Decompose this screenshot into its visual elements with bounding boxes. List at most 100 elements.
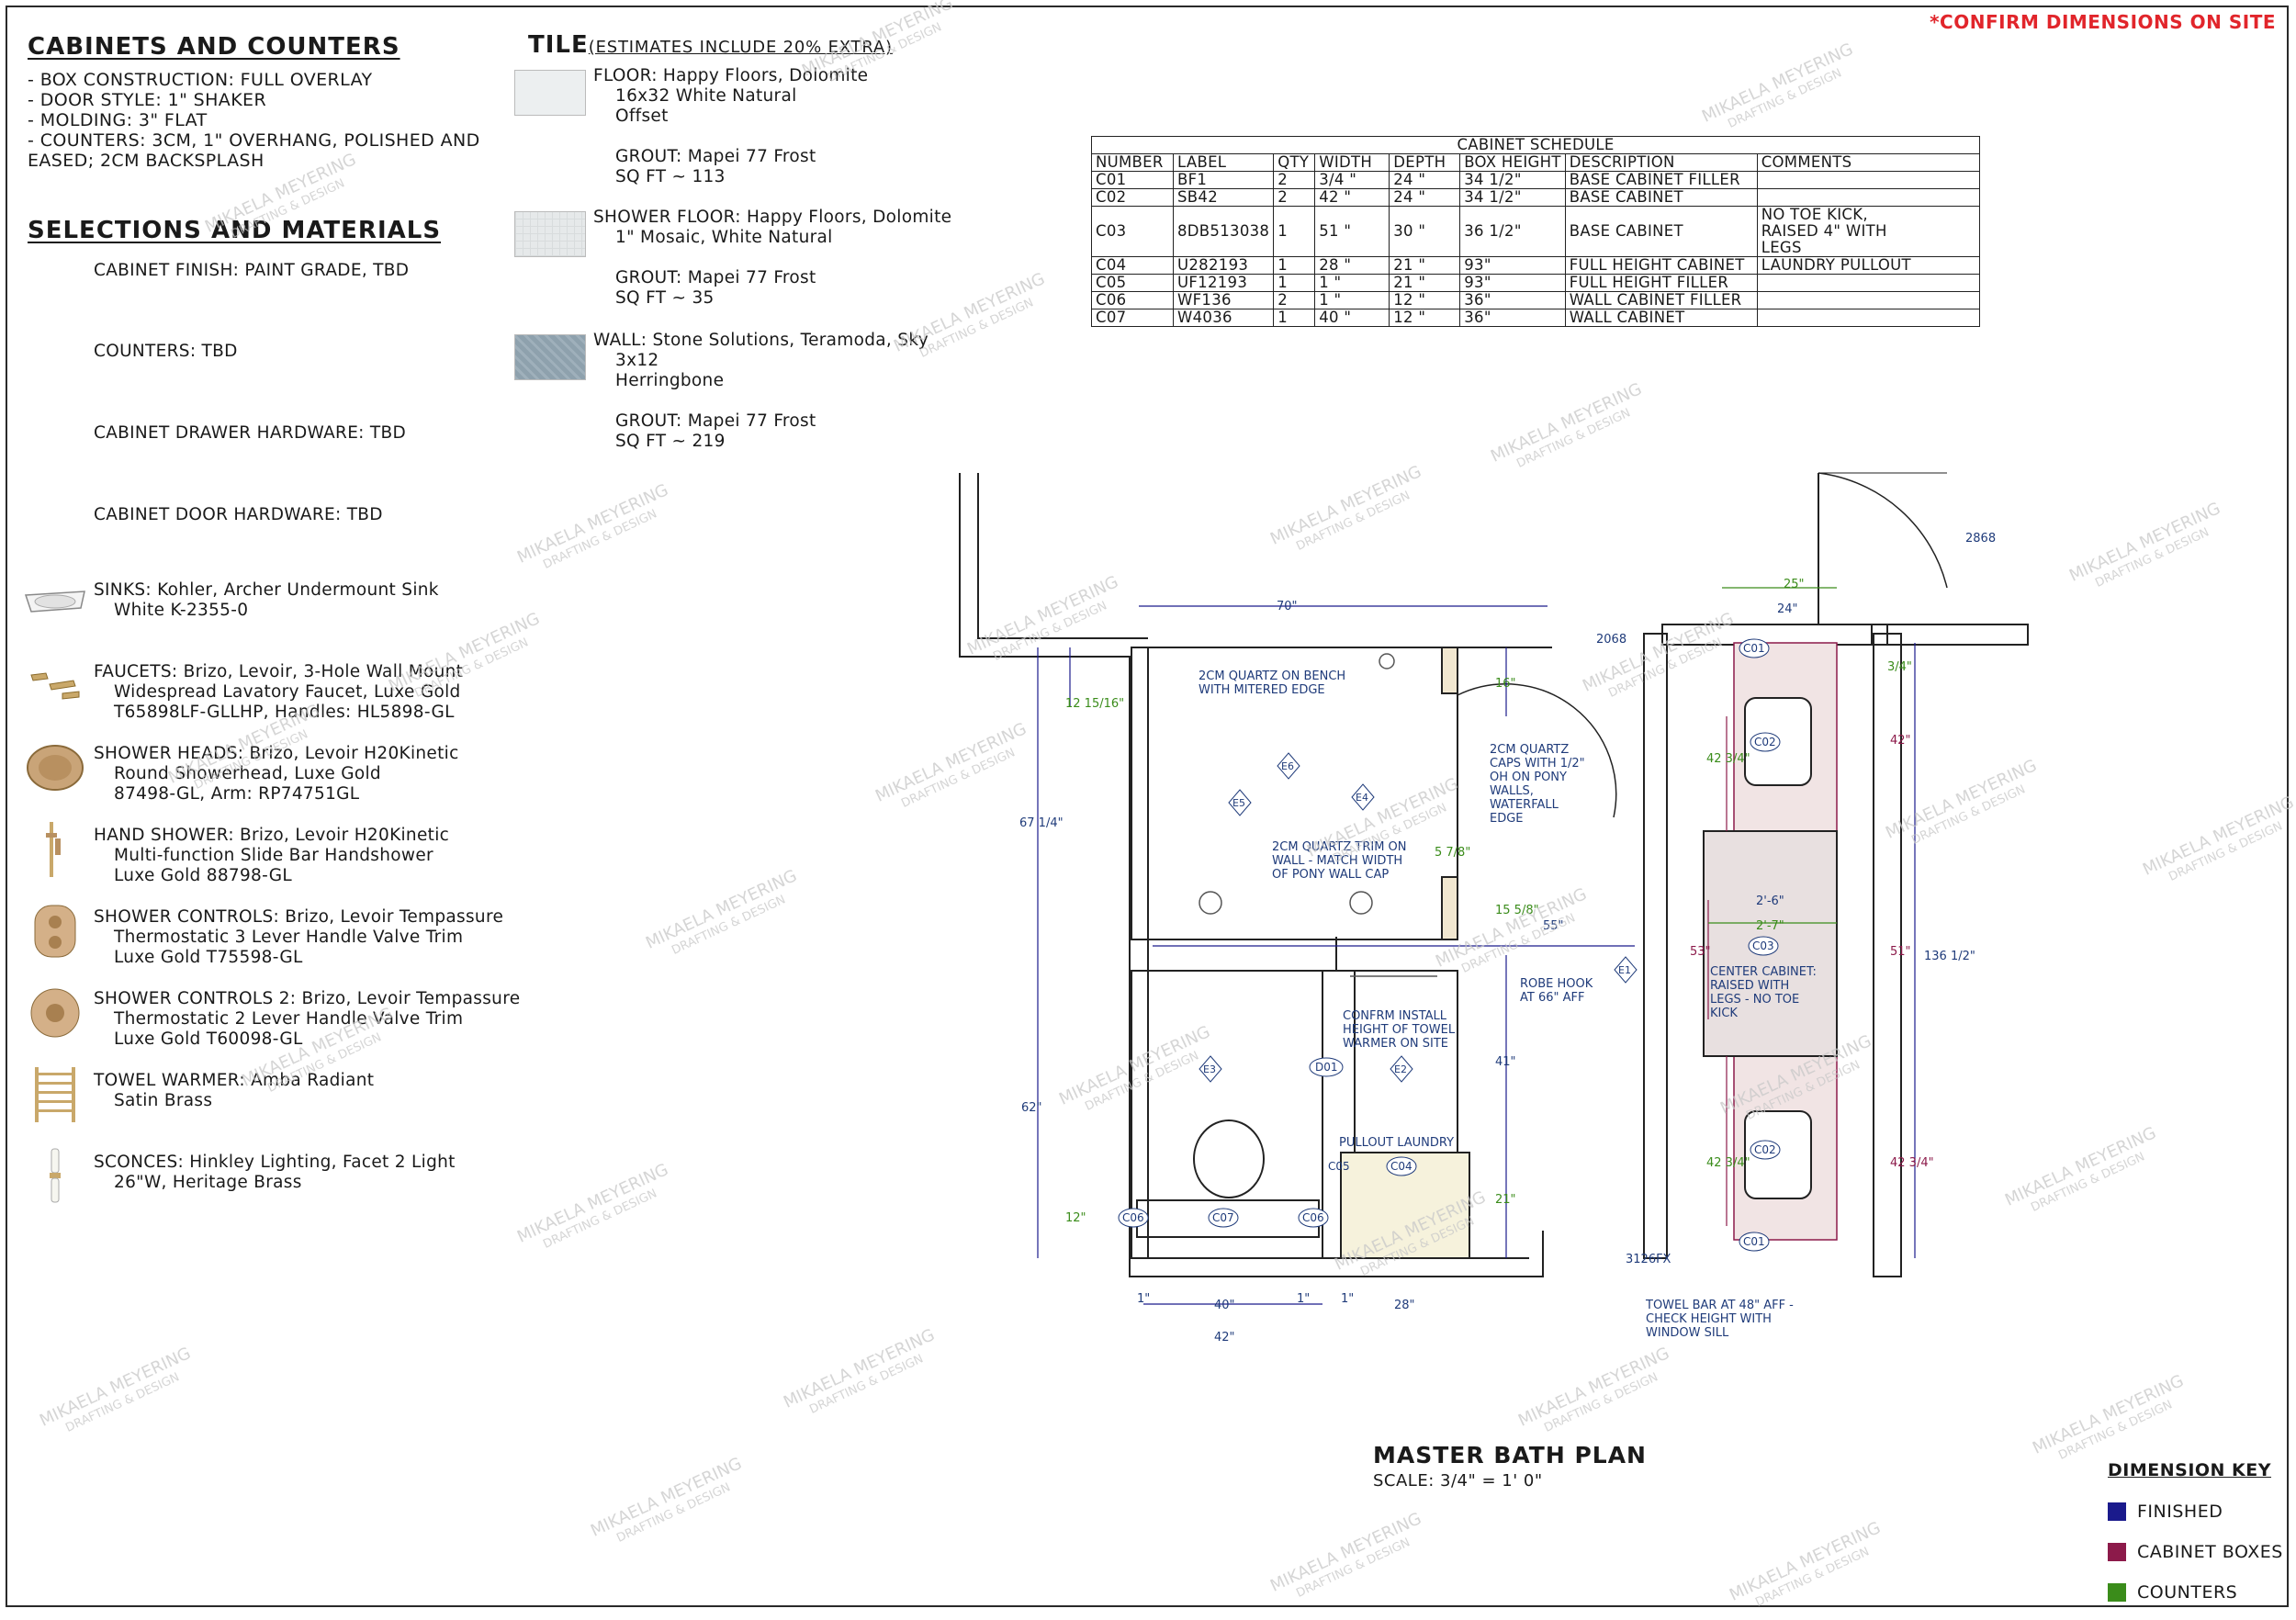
tile-text (593, 127, 868, 147)
schedule-cell (1756, 291, 1981, 309)
schedule-cell: 51 " (1314, 206, 1390, 257)
schedule-cell: 36" (1459, 291, 1566, 309)
tile-text (593, 391, 929, 411)
selection-text: Round Showerhead, Luxe Gold (114, 764, 381, 783)
schedule-cell: 34 1/2" (1459, 188, 1566, 207)
schedule-header: QTY (1273, 153, 1316, 172)
tile-text: Herringbone (615, 371, 725, 390)
selection-text: SHOWER CONTROLS 2: Brizo, Levoir Tempass… (94, 989, 521, 1008)
handshower-icon (46, 822, 61, 877)
schedule-title: CABINET SCHEDULE (1091, 136, 1980, 154)
schedule-cell: 40 " (1314, 309, 1390, 327)
counters-swatch (2108, 1583, 2126, 1602)
dim-label: 42 3/4" (1706, 752, 1750, 766)
elevation-marker-e6: E6 (1277, 752, 1300, 780)
dim-label: 2868 (1965, 532, 1996, 546)
svg-text:C06: C06 (1302, 1211, 1324, 1224)
selection-text: SCONCES: Hinkley Lighting, Facet 2 Light (94, 1153, 456, 1172)
selection-text: Luxe Gold T75598-GL (114, 948, 303, 967)
schedule-cell: C07 (1091, 309, 1174, 327)
svg-text:E5: E5 (1232, 797, 1245, 809)
valve-2-lever-icon (30, 988, 80, 1038)
note-center-cab-line: LEGS - NO TOE (1710, 993, 1799, 1007)
schedule-cell: 24 " (1389, 188, 1461, 207)
selection-text: White K-2355-0 (114, 601, 249, 620)
dim-label: 62" (1021, 1101, 1042, 1115)
schedule-cell: C06 (1091, 291, 1174, 309)
schedule-header: NUMBER (1091, 153, 1174, 172)
selection-text: Multi-function Slide Bar Handshower (114, 846, 433, 865)
dim-label: 3/4" (1887, 660, 1912, 674)
dim-label: 12 15/16" (1065, 697, 1124, 711)
selection-text: Satin Brass (114, 1091, 213, 1110)
dim-label: 70" (1277, 600, 1298, 613)
note-towel-warmer-line: CONFRM INSTALL (1343, 1009, 1447, 1023)
svg-text:E3: E3 (1203, 1063, 1216, 1075)
schedule-cell: 24 " (1389, 171, 1461, 189)
tile-text: 1" Mosaic, White Natural (615, 228, 833, 247)
selection-sconces: SCONCES: Hinkley Lighting, Facet 2 Light… (22, 1147, 536, 1221)
plan-scale: SCALE: 3/4" = 1' 0" (1373, 1471, 1543, 1491)
cabinets-line: - COUNTERS: 3CM, 1" OVERHANG, POLISHED A… (28, 130, 480, 151)
tag-c06: C06 (1118, 1208, 1149, 1228)
tile-heading-sub: (ESTIMATES INCLUDE 20% EXTRA) (588, 38, 893, 57)
svg-text:C01: C01 (1743, 642, 1765, 655)
cabinets-line: EASED; 2CM BACKSPLASH (28, 151, 264, 171)
elevation-marker-e4: E4 (1351, 783, 1375, 811)
dim-label: 53" (1690, 945, 1711, 959)
schedule-cell: 2 (1273, 171, 1316, 189)
elevation-marker-e1: E1 (1614, 956, 1638, 984)
svg-text:C02: C02 (1754, 736, 1776, 748)
schedule-cell: 93" (1459, 256, 1566, 275)
tag-c02: C02 (1750, 732, 1781, 752)
schedule-header: WIDTH (1314, 153, 1390, 172)
schedule-cell: 12 " (1389, 291, 1461, 309)
dimension-key: DIMENSION KEY FINISHED CABINET BOXES COU… (2108, 1460, 2283, 1613)
selection-cabinet-finish: CABINET FINISH: PAINT GRADE, TBD (22, 255, 536, 329)
note-towel-warmer-line: HEIGHT OF TOWEL (1343, 1023, 1456, 1037)
selection-text: CABINET DRAWER HARDWARE: TBD (94, 423, 407, 443)
tag-d01: D01 (1309, 1057, 1344, 1077)
note-bench-line: 2CM QUARTZ ON BENCH (1199, 669, 1345, 683)
dim-label: 2'-6" (1756, 894, 1784, 908)
dim-label: 1" (1341, 1292, 1354, 1306)
svg-text:C01: C01 (1743, 1235, 1765, 1248)
svg-text:C03: C03 (1752, 939, 1774, 952)
dimension-key-row: COUNTERS (2108, 1572, 2283, 1613)
schedule-cell: 36" (1459, 309, 1566, 327)
selection-counters: COUNTERS: TBD (22, 336, 536, 410)
selection-shower-controls-2: SHOWER CONTROLS 2: Brizo, Levoir Tempass… (22, 984, 536, 1057)
dimension-key-row: CABINET BOXES (2108, 1532, 2283, 1572)
svg-text:E2: E2 (1394, 1063, 1407, 1075)
schedule-cell: 36 1/2" (1459, 206, 1566, 257)
note-trim-line: 2CM QUARTZ TRIM ON (1272, 840, 1407, 854)
selection-shower-controls: SHOWER CONTROLS: Brizo, Levoir Tempassur… (22, 902, 536, 975)
schedule-header: LABEL (1172, 153, 1275, 172)
schedule-cell: C01 (1091, 171, 1174, 189)
dim-label: 25" (1784, 578, 1805, 591)
dim-label: 42" (1890, 734, 1911, 748)
selection-text: TOWEL WARMER: Amba Radiant (94, 1071, 375, 1090)
dim-label: 1" (1297, 1292, 1310, 1306)
schedule-header: DEPTH (1389, 153, 1461, 172)
schedule-cell: 34 1/2" (1459, 171, 1566, 189)
schedule-cell: U282193 (1172, 256, 1275, 275)
cabinets-line: - DOOR STYLE: 1" SHAKER (28, 90, 267, 110)
selection-text: HAND SHOWER: Brizo, Levoir H20Kinetic (94, 826, 450, 845)
faucet-icon (30, 672, 80, 700)
cabinet-schedule-table: CABINET SCHEDULE NUMBER LABEL QTY WIDTH … (1091, 136, 1981, 327)
tile-text: GROUT: Mapei 77 Frost (615, 147, 816, 166)
dim-label: 1" (1137, 1292, 1150, 1306)
schedule-cell: 1 (1273, 274, 1316, 292)
tile-text: GROUT: Mapei 77 Frost (615, 268, 816, 287)
note-center-cab-line: KICK (1710, 1007, 1738, 1020)
dim-label: 136 1/2" (1924, 950, 1975, 963)
dim-label: 28" (1394, 1299, 1415, 1312)
tile-text: SHOWER FLOOR: Happy Floors, Dolomite (593, 208, 952, 227)
selection-towel-warmer: TOWEL WARMER: Amba Radiant Satin Brass (22, 1065, 536, 1139)
